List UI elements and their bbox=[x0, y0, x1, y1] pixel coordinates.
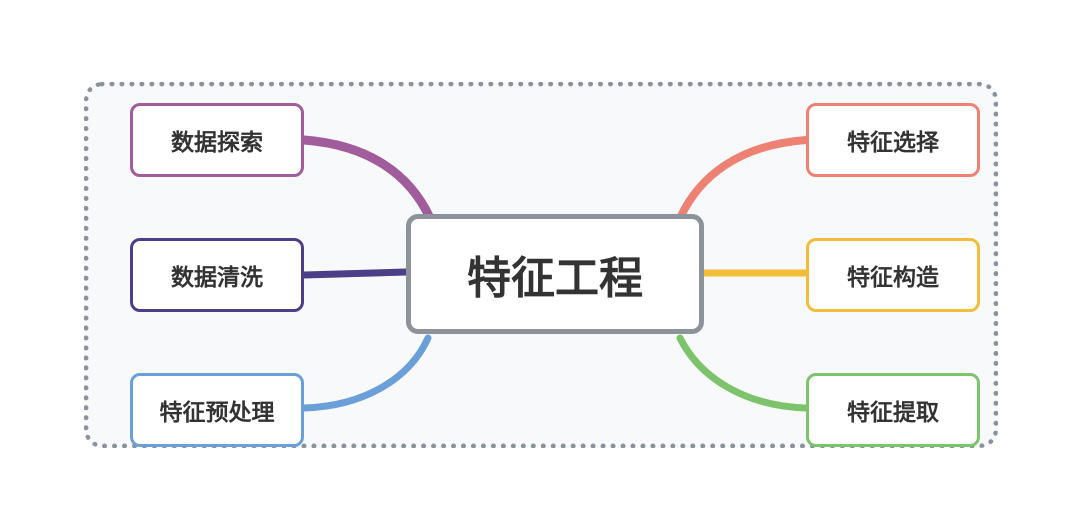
node-data-exploration: 数据探索 bbox=[130, 103, 304, 177]
central-topic-label: 特征工程 bbox=[467, 253, 643, 304]
branch-data-exploration bbox=[299, 135, 435, 223]
node-label: 特征预处理 bbox=[159, 400, 275, 426]
node-feature-preprocessing: 特征预处理 bbox=[130, 373, 304, 447]
node-label: 数据清洗 bbox=[171, 265, 263, 291]
node-feature-construction: 特征构造 bbox=[806, 238, 980, 312]
node-label: 特征构造 bbox=[847, 265, 939, 291]
node-label: 特征选择 bbox=[847, 130, 939, 156]
node-data-cleaning: 数据清洗 bbox=[130, 238, 304, 312]
node-label: 特征提取 bbox=[847, 400, 939, 426]
node-feature-extraction: 特征提取 bbox=[806, 373, 980, 447]
branch-feature-preprocessing bbox=[300, 334, 432, 412]
node-label: 数据探索 bbox=[171, 130, 263, 156]
node-feature-selection: 特征选择 bbox=[806, 103, 980, 177]
branch-feature-extraction bbox=[676, 334, 810, 412]
branch-feature-selection bbox=[676, 136, 810, 222]
central-topic-node: 特征工程 bbox=[406, 214, 704, 334]
branch-data-cleaning bbox=[300, 268, 410, 279]
